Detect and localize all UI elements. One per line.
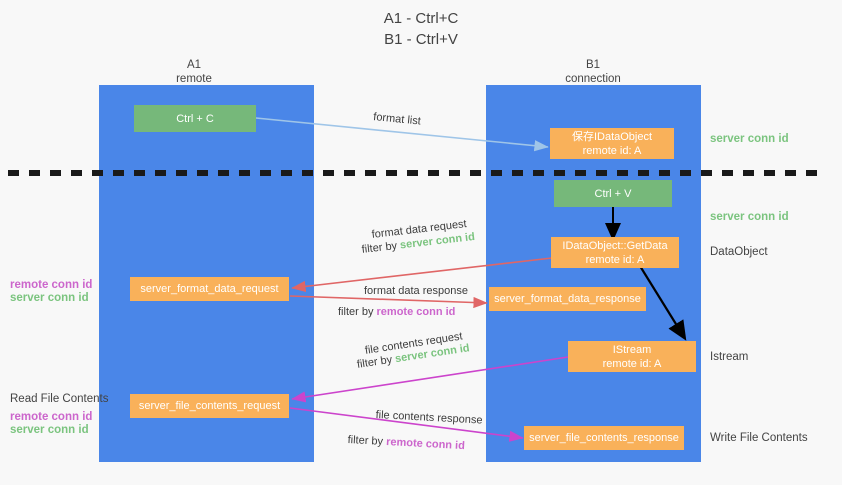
node-ctrl-v-label: Ctrl + V	[594, 187, 632, 200]
arrow-format-data-request	[291, 257, 553, 293]
node-save-idataobject-remote-id: remote id: A	[582, 144, 642, 157]
dash-segment	[617, 170, 628, 176]
arrow-format-data-response	[289, 295, 488, 309]
dash-segment	[428, 170, 439, 176]
node-save-idataobject[interactable]: 保存IDataObject remote id: A	[550, 128, 674, 159]
node-server-format-data-request-label: server_format_data_request	[140, 283, 279, 295]
dash-segment	[365, 170, 376, 176]
node-save-idataobject-label: 保存IDataObject	[571, 130, 653, 143]
node-getdata-label: IDataObject::GetData	[562, 239, 668, 252]
dash-segment	[449, 170, 460, 176]
dash-segment	[260, 170, 271, 176]
filter-by-text-4: filter by	[347, 433, 384, 448]
dash-segment	[218, 170, 229, 176]
dash-segment	[764, 170, 775, 176]
node-server-file-contents-request-label: server_file_contents_request	[138, 400, 281, 412]
label-remote-conn-id-1: remote conn id	[10, 279, 93, 291]
dash-segment	[491, 170, 502, 176]
edge-label-filter-by-remote-conn-id-2: filter by remote conn id	[338, 305, 455, 319]
label-istream: Istream	[710, 351, 749, 363]
label-server-conn-id-top: server conn id	[710, 133, 789, 145]
edge-label-format-data-response: format data response	[364, 285, 468, 297]
dash-segment	[239, 170, 250, 176]
label-read-file-contents: Read File Contents	[10, 393, 109, 405]
arrow-file-contents-response	[289, 407, 524, 442]
dash-segment	[8, 170, 19, 176]
dash-segment	[386, 170, 397, 176]
label-dataobject: DataObject	[710, 246, 768, 258]
page-title: A1 - Ctrl+C B1 - Ctrl+V	[383, 10, 459, 48]
dash-segment	[344, 170, 355, 176]
dash-segment	[155, 170, 166, 176]
dash-segment	[806, 170, 817, 176]
node-getdata[interactable]: IDataObject::GetData remote id: A	[551, 237, 679, 268]
dash-segment	[554, 170, 565, 176]
label-server-conn-id-2: server conn id	[10, 424, 89, 436]
dash-segment	[281, 170, 292, 176]
node-server-file-contents-response[interactable]: server_file_contents_response	[524, 426, 684, 450]
dash-segment	[29, 170, 40, 176]
node-ctrl-v[interactable]: Ctrl + V	[554, 180, 672, 207]
dash-segment	[134, 170, 145, 176]
arrow-getdata-to-istream	[639, 265, 687, 341]
dash-segment	[680, 170, 691, 176]
dash-segment	[743, 170, 754, 176]
filter-value-remote-conn-id-2: remote conn id	[376, 306, 456, 318]
filter-by-text-2: filter by	[338, 306, 374, 318]
dash-segment	[407, 170, 418, 176]
node-server-file-contents-request[interactable]: server_file_contents_request	[130, 394, 289, 418]
dash-segment	[512, 170, 523, 176]
node-ctrl-c-label: Ctrl + C	[176, 112, 214, 125]
label-remote-conn-id-2: remote conn id	[10, 411, 93, 423]
dash-segment	[722, 170, 733, 176]
dash-segment	[50, 170, 61, 176]
dash-segment	[785, 170, 796, 176]
phase-separator-dashed-line	[8, 170, 826, 176]
node-istream-remote-id: remote id: A	[602, 357, 662, 370]
dash-segment	[638, 170, 649, 176]
dash-segment	[323, 170, 334, 176]
arrow-file-contents-request	[291, 356, 569, 403]
node-server-format-data-request[interactable]: server_format_data_request	[130, 277, 289, 301]
dash-segment	[92, 170, 103, 176]
dash-segment	[701, 170, 712, 176]
node-server-format-data-response[interactable]: server_format_data_response	[489, 287, 646, 311]
node-server-format-data-response-label: server_format_data_response	[494, 293, 641, 305]
dash-segment	[176, 170, 187, 176]
column-header-b1: B1 connection	[565, 59, 621, 85]
node-istream[interactable]: IStream remote id: A	[568, 341, 696, 372]
dash-segment	[113, 170, 124, 176]
dash-segment	[575, 170, 586, 176]
dash-segment	[197, 170, 208, 176]
node-istream-label: IStream	[612, 343, 652, 356]
dash-segment	[470, 170, 481, 176]
node-getdata-remote-id: remote id: A	[585, 253, 645, 266]
label-server-conn-id-1: server conn id	[10, 292, 89, 304]
node-server-file-contents-response-label: server_file_contents_response	[529, 432, 679, 444]
dash-segment	[596, 170, 607, 176]
dash-segment	[533, 170, 544, 176]
label-write-file-contents: Write File Contents	[710, 432, 808, 444]
dash-segment	[659, 170, 670, 176]
arrow-format-list	[255, 117, 549, 152]
column-header-a1: A1 remote	[176, 59, 212, 85]
dash-segment	[71, 170, 82, 176]
node-ctrl-c[interactable]: Ctrl + C	[134, 105, 256, 132]
label-server-conn-id-mid: server conn id	[710, 211, 789, 223]
dash-segment	[302, 170, 313, 176]
